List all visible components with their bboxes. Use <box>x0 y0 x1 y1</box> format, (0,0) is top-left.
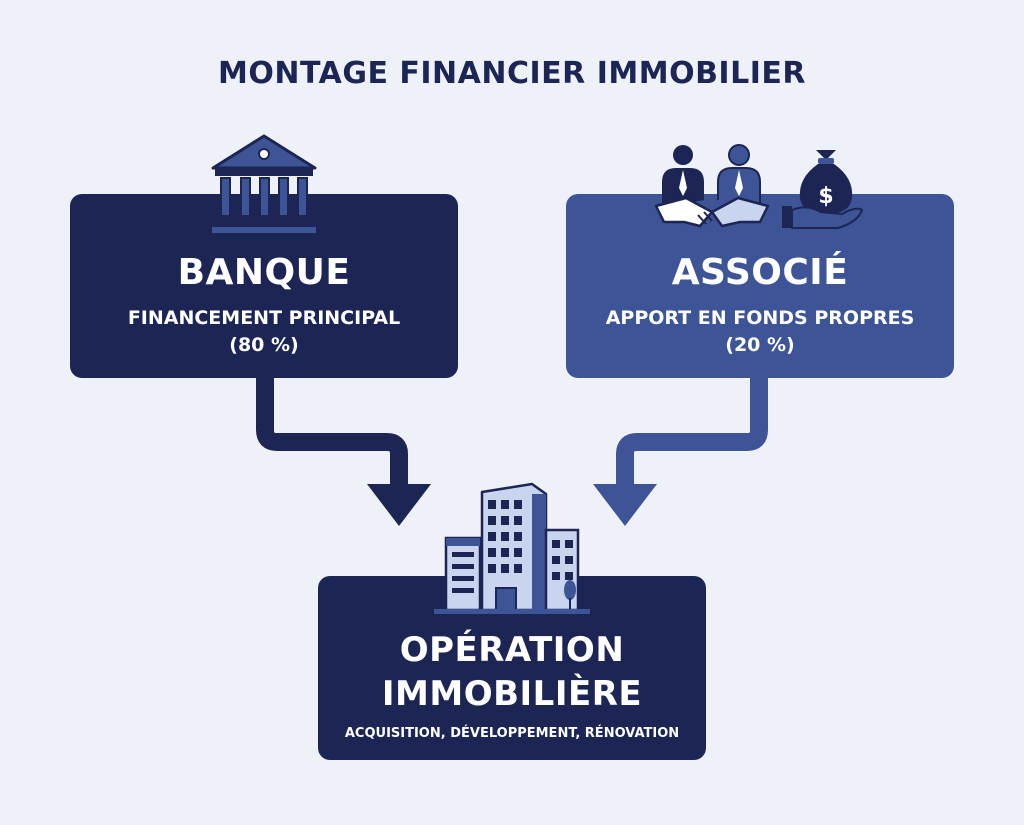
partner-share: (20 %) <box>725 334 795 356</box>
partner-box: ASSOCIÉ APPORT EN FONDS PROPRES (20 %) <box>566 194 954 378</box>
handshake-icon <box>654 144 770 228</box>
partner-to-operation-arrow <box>616 376 768 486</box>
partner-description: APPORT EN FONDS PROPRES <box>605 307 915 329</box>
partner-arrowhead <box>593 484 657 526</box>
bank-title: BANQUE <box>177 252 351 293</box>
bank-share: (80 %) <box>229 334 299 356</box>
diagram-title: MONTAGE FINANCIER IMMOBILIER <box>218 56 806 91</box>
operation-title-line1: OPÉRATION <box>399 630 625 670</box>
operation-title-line2: IMMOBILIÈRE <box>381 674 643 714</box>
bank-to-operation-arrow <box>256 376 408 486</box>
money-bag-icon: $ <box>782 150 863 229</box>
bank-description: FINANCEMENT PRINCIPAL <box>127 307 401 329</box>
svg-text:$: $ <box>818 184 833 209</box>
partner-title: ASSOCIÉ <box>671 252 849 293</box>
building-icon <box>434 482 590 614</box>
bank-arrowhead <box>367 484 431 526</box>
operation-subtitle: ACQUISITION, DÉVELOPPEMENT, RÉNOVATION <box>344 726 680 741</box>
bank-box: BANQUE FINANCEMENT PRINCIPAL (80 %) <box>70 194 458 378</box>
bank-icon <box>210 134 318 235</box>
